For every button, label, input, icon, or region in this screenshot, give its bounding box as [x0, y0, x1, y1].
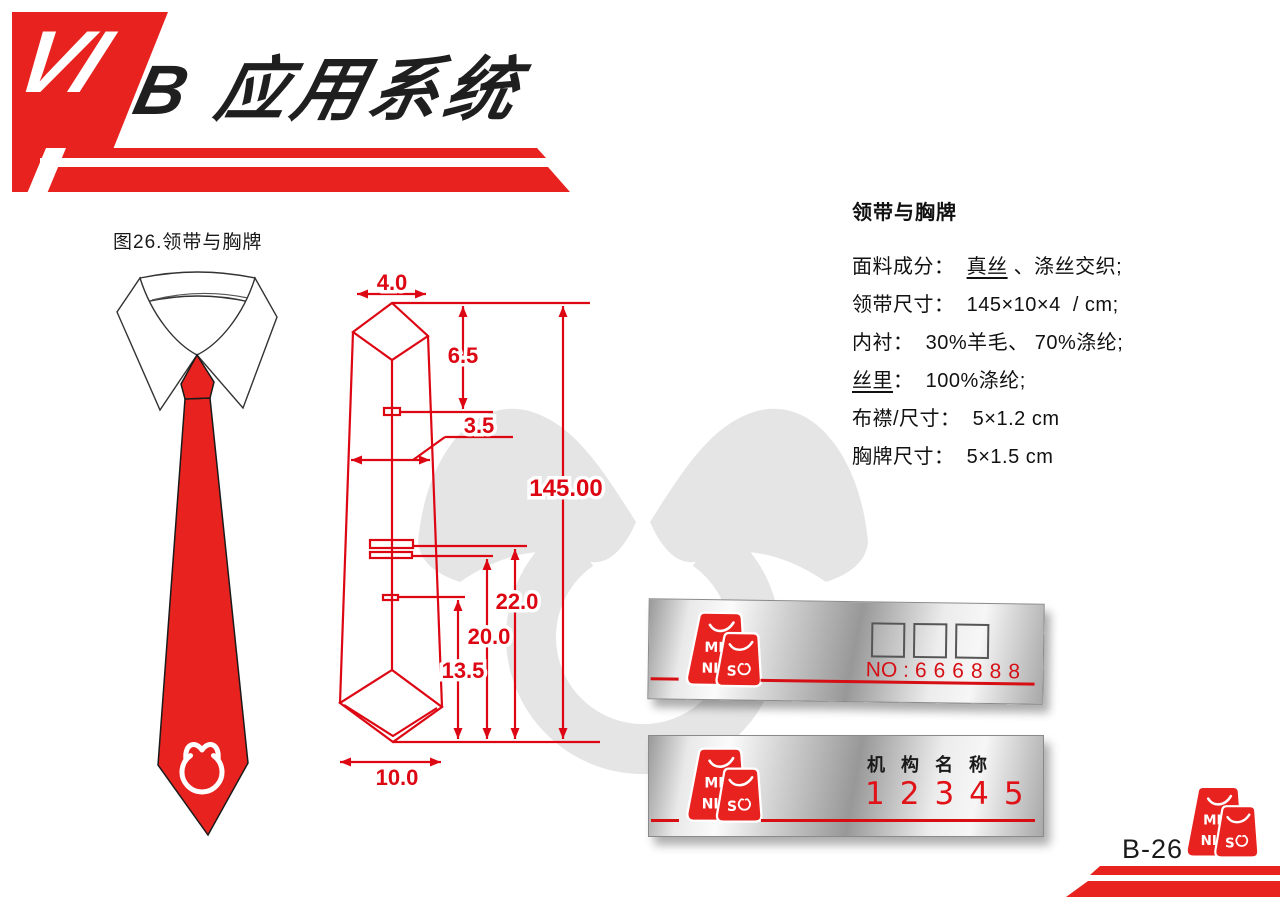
tie-face-logo: [179, 742, 225, 795]
dim-bottom-width: 10.0: [376, 765, 419, 790]
org-name-label: 机构名称: [867, 755, 1003, 775]
badge-rule-dash: [650, 677, 679, 681]
collar-right-flap: [195, 276, 278, 410]
badge-rule-dash: [651, 819, 679, 822]
collar-left-flap: [116, 276, 199, 412]
badge-blank: NO :666888: [647, 598, 1045, 705]
badge-photo-boxes: [870, 622, 990, 659]
badge-sample-number: 12345: [865, 776, 1039, 812]
footer-stripe-thick: [1066, 881, 1280, 897]
dim-22: 22.0: [496, 589, 539, 614]
figure-caption: 图26.领带与胸牌: [113, 232, 263, 253]
dim-knot-height: 6.5: [448, 343, 479, 368]
specs-title: 领带与胸牌: [852, 202, 957, 224]
badge-rule: [761, 819, 1035, 822]
dim-mid-width: 3.5: [464, 413, 495, 438]
page-number: B-26: [1122, 834, 1184, 864]
badge-sample: 机构名称 12345: [648, 735, 1044, 837]
spec-line-silk: 丝里： 100%涤纶;: [852, 370, 1026, 392]
watermark-miniso-face: [418, 408, 868, 774]
dim-top-width: 4.0: [377, 270, 408, 295]
drawing-knot: [351, 301, 430, 362]
dim-20: 20.0: [468, 624, 511, 649]
footer-miniso-bags-logo: [1185, 785, 1260, 859]
tie-illustration: [116, 271, 278, 837]
photo-box: [912, 622, 948, 659]
spec-line-lining: 内衬： 30%羊毛、 70%涤纶;: [852, 332, 1124, 354]
page-title: B 应用系统: [127, 51, 532, 129]
miniso-bags-logo: [686, 747, 763, 823]
footer-stripe-thin: [1090, 866, 1280, 875]
spec-line-tie-size: 领带尺寸： 145×10×4 / cm;: [852, 294, 1119, 316]
tie-body: [157, 397, 249, 837]
tie-technical-drawing: 4.0 6.5 3.5 145.00 22.0 20.0 13.5 10.0: [338, 267, 606, 794]
header-banner: [12, 12, 570, 196]
dim-total-length: 145.00: [529, 475, 602, 502]
spec-line-label-size: 布襟/尺寸： 5×1.2 cm: [852, 408, 1060, 430]
spec-line-badge-size: 胸牌尺寸： 5×1.5 cm: [852, 446, 1054, 468]
header-triangle: [12, 12, 168, 192]
photo-box: [870, 622, 906, 658]
specs-panel: 领带与胸牌 面料成分： 真丝 、涤丝交织; 领带尺寸： 145×10×4 / c…: [852, 196, 1272, 483]
miniso-bags-logo: [685, 611, 764, 688]
photo-box: [954, 623, 990, 659]
header-stripe-thin: [92, 148, 546, 158]
tie-knot: [180, 353, 215, 400]
dim-13-5: 13.5: [442, 658, 485, 683]
spec-line-fabric: 面料成分： 真丝 、涤丝交织;: [852, 256, 1123, 278]
header-stripe-thick: [62, 167, 570, 192]
drawing-tip: [338, 668, 444, 744]
